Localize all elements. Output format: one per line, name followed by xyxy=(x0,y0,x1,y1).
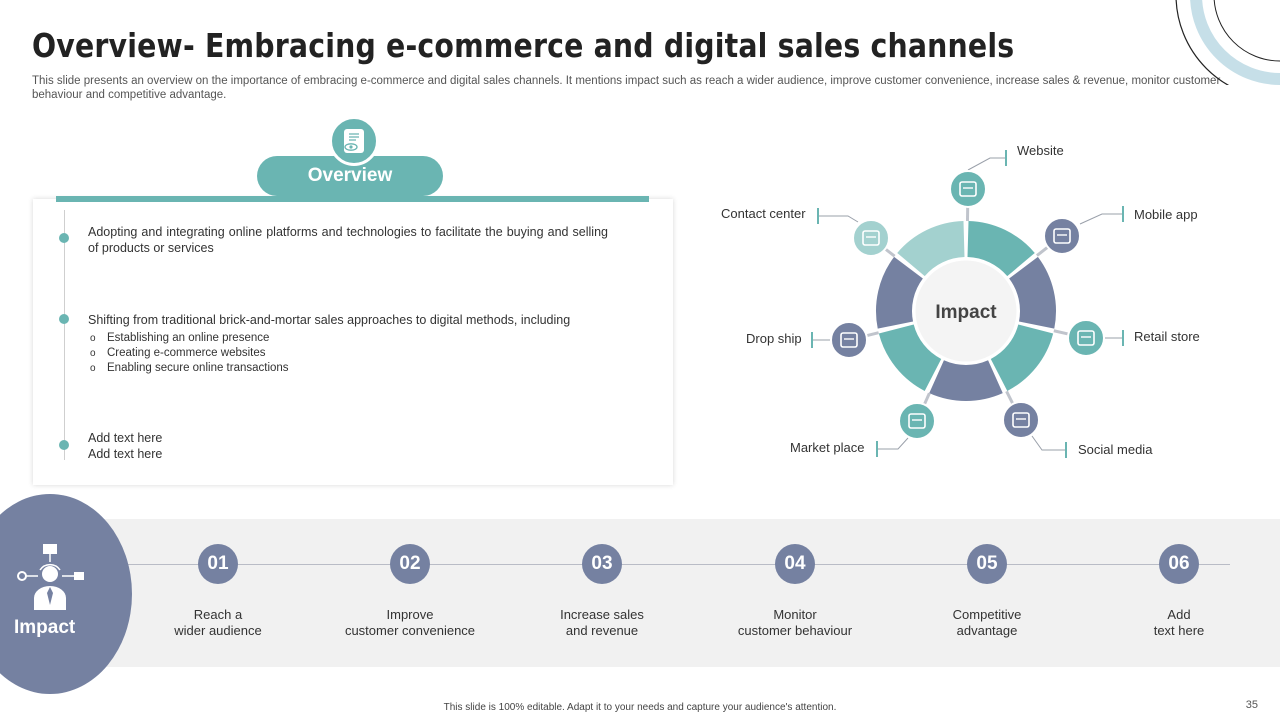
spoke-line xyxy=(1053,329,1069,336)
connector-line xyxy=(877,437,909,450)
impact-band xyxy=(40,519,1280,667)
spoke-line xyxy=(922,392,931,406)
slide-subtitle: This slide presents an overview on the i… xyxy=(32,75,1221,101)
spoke-line xyxy=(1005,390,1015,405)
step-label: Increase sales and revenue xyxy=(560,607,644,638)
online-market-icon xyxy=(898,402,936,440)
channel-label-retail-store: Retail store xyxy=(1134,329,1200,344)
shipping-boxes-icon xyxy=(830,321,868,359)
connector-line xyxy=(818,215,859,223)
channel-label-market-place: Market place xyxy=(790,440,865,455)
impact-band-title: Impact xyxy=(14,617,76,638)
businessman-network-icon xyxy=(17,544,84,610)
channel-connectors xyxy=(811,150,1124,458)
phone-support-icon xyxy=(852,219,890,257)
connector-line xyxy=(967,157,1006,171)
sub-list-item: Enabling secure online transactions xyxy=(90,361,289,376)
spoke-line xyxy=(884,247,896,258)
overview-sub-list: Establishing an online presence Creating… xyxy=(90,331,289,376)
channel-label-website: Website xyxy=(1017,143,1064,158)
step-label: Reach a wider audience xyxy=(174,607,262,638)
bullet-dot xyxy=(59,440,69,450)
mobile-app-icon xyxy=(1043,217,1081,255)
overview-timeline-line xyxy=(64,210,65,460)
scroll-eye-icon xyxy=(329,116,379,166)
ring-segment xyxy=(897,221,965,277)
bullet-dot xyxy=(59,233,69,243)
overview-accent-bar xyxy=(56,196,649,202)
ring-segment xyxy=(878,324,942,391)
step-label: Add text here xyxy=(1153,607,1205,638)
ring-segment xyxy=(876,256,923,329)
step-number-badge: 04 xyxy=(775,544,815,584)
footer-note: This slide is 100% editable. Adapt it to… xyxy=(443,702,837,713)
step-label: Competitive advantage xyxy=(952,607,1022,638)
channel-label-mobile-app: Mobile app xyxy=(1134,207,1198,222)
social-network-icon xyxy=(1002,401,1040,439)
impact-center-circle xyxy=(912,257,1020,365)
impact-center-label: Impact xyxy=(935,302,997,323)
step-number-badge: 02 xyxy=(390,544,430,584)
spoke-line xyxy=(866,331,880,338)
overview-point-1: Adopting and integrating online platform… xyxy=(88,225,608,255)
ring-segment xyxy=(1009,256,1056,329)
ring-segments xyxy=(876,221,1056,401)
impact-band-line xyxy=(120,564,1230,565)
ring-segment xyxy=(929,360,1003,401)
overview-point-3: Add text here Add text here xyxy=(88,431,163,461)
slide-title: Overview- Embracing e-commerce and digit… xyxy=(32,26,1015,65)
connector-line xyxy=(1079,213,1123,225)
step-number-badge: 03 xyxy=(582,544,622,584)
ring-segment xyxy=(990,324,1054,391)
globe-www-icon xyxy=(949,170,987,208)
ring-segment xyxy=(967,221,1035,277)
channel-label-drop-ship: Drop ship xyxy=(746,331,802,346)
storefront-icon xyxy=(1067,319,1105,357)
bullet-dot xyxy=(59,314,69,324)
page-number: 35 xyxy=(1245,699,1258,711)
step-label: Monitor customer behaviour xyxy=(737,607,853,638)
overview-point-2: Shifting from traditional brick-and-mort… xyxy=(88,313,571,327)
step-number-badge: 05 xyxy=(967,544,1007,584)
channel-label-social-media: Social media xyxy=(1078,442,1153,457)
corner-arcs-decoration xyxy=(1175,0,1280,85)
connector-line xyxy=(1031,435,1066,451)
spoke-line xyxy=(1035,245,1049,257)
step-label: Improve customer convenience xyxy=(344,607,476,638)
sub-list-item: Creating e-commerce websites xyxy=(90,346,289,361)
step-number-badge: 06 xyxy=(1159,544,1199,584)
sub-list-item: Establishing an online presence xyxy=(90,331,289,346)
channel-label-contact-center: Contact center xyxy=(721,206,806,221)
step-number-badge: 01 xyxy=(198,544,238,584)
impact-badge xyxy=(0,494,132,694)
impact-ring-diagram: Impact xyxy=(811,150,1124,458)
